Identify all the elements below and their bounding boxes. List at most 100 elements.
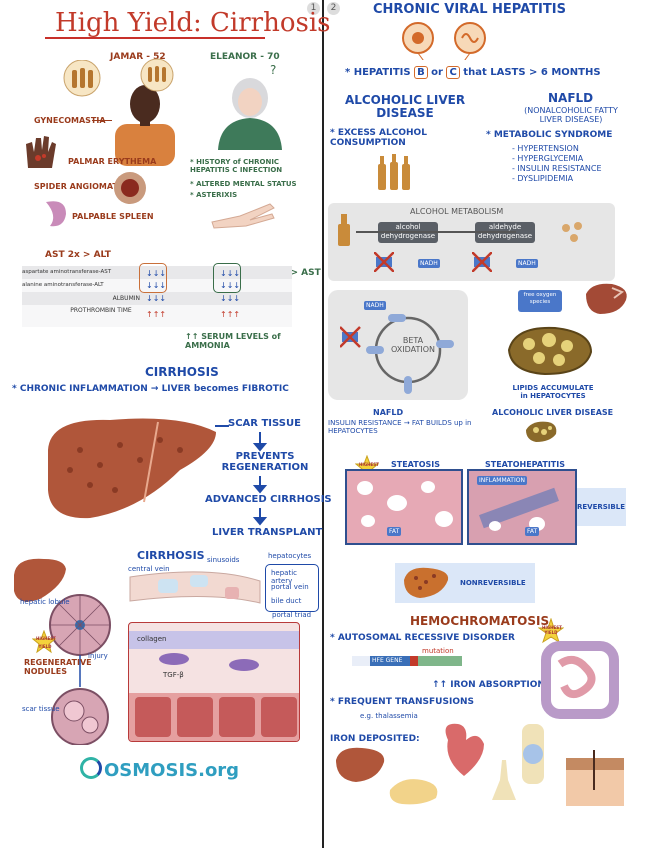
- page-title: High Yield: Cirrhosis: [55, 8, 331, 38]
- fat-droplet: [421, 481, 435, 493]
- nadh-tag: NADH: [364, 301, 386, 310]
- mutation-segment: [410, 656, 418, 666]
- lab-table: aspartate aminotransferase-AST alanine a…: [22, 263, 292, 330]
- highest-yield-star-icon: [538, 618, 564, 644]
- inflammation-tag: INFLAMMATION: [477, 476, 527, 485]
- osmosis-logo-text: OSMOSIS.org: [104, 760, 240, 781]
- label-portal-triad: portal triad: [272, 611, 312, 619]
- sign-gynecomastia: GYNECOMASTIA: [34, 116, 106, 125]
- label-injury: injury: [88, 652, 108, 660]
- label-central-vein: central vein: [128, 565, 170, 573]
- fat-droplet: [361, 515, 375, 527]
- highest-yield-star-icon: [32, 630, 56, 654]
- nad-crossed-icon: [374, 252, 394, 272]
- thought-bubble-icon: [140, 58, 174, 92]
- jamar-illustration: [63, 60, 175, 166]
- sign-palmar-erythema: PALMAR ERYTHEMA: [68, 157, 157, 166]
- fat-droplet: [387, 495, 407, 511]
- lab-value: ↓↓↓: [146, 281, 167, 290]
- nafld-label: NAFLD: [373, 408, 404, 417]
- lab-label-alt: alanine aminotransferase-ALT: [22, 282, 104, 288]
- virus-icons: [402, 22, 486, 60]
- eleanor-sign-3: * ASTERIXIS: [190, 191, 238, 199]
- beta-oxidation-label: BETA OXIDATION: [390, 336, 436, 354]
- hfe-gene-segment: [370, 656, 410, 666]
- highest-yield-label: HIGHEST YIELD: [542, 625, 562, 635]
- sign-spider-angiomata: SPIDER ANGIOMATA: [34, 182, 124, 191]
- metabolic-syndrome: * METABOLIC SYNDROME: [486, 130, 613, 140]
- ald-label: ALCOHOLIC LIVER DISEASE: [492, 408, 614, 417]
- label-hepatic-artery: hepatic artery: [271, 569, 298, 585]
- beta-oxidation-cycle: [340, 314, 454, 394]
- gene-segment: [418, 656, 462, 666]
- pointer-line: [92, 120, 112, 121]
- step-prevents-regeneration: PREVENTS REGENERATION: [221, 451, 309, 473]
- label-regenerative-nodules: REGENERATIVE NODULES: [24, 658, 92, 676]
- ast-note: AST 2x > ALT: [45, 250, 111, 260]
- table-row: [22, 266, 292, 279]
- liver-organ-icon: [336, 747, 385, 782]
- nonreversible-label: NONREVERSIBLE: [460, 579, 526, 587]
- tissue-panel: collagen TGF-β: [128, 622, 300, 742]
- hemochromatosis-title: HEMOCHROMATOSIS: [410, 614, 550, 628]
- lab-label-pt: PROTHROMBIN TIME: [70, 307, 132, 314]
- title-underline: [45, 37, 265, 39]
- free-oxygen-species: free oxygen species: [518, 290, 562, 312]
- lab-value: ↑↑↑: [146, 310, 167, 319]
- steatohepatitis-label: STEATOHEPATITIS: [485, 460, 565, 469]
- hfe-gene-label: HFE GENE: [372, 657, 403, 664]
- stellate-cell: [159, 653, 189, 665]
- stellate-cell: [229, 659, 259, 671]
- label-hepatocytes: hepatocytes: [268, 552, 312, 560]
- liver-histology-diagram: [14, 558, 261, 745]
- hep-b: B: [414, 66, 428, 79]
- viral-hepatitis-title: CHRONIC VIRAL HEPATITIS: [373, 2, 566, 17]
- label-portal-vein: portal vein: [271, 583, 309, 591]
- metabolic-item-3: - INSULIN RESISTANCE: [512, 164, 602, 173]
- acetate-molecule-icon: [562, 222, 582, 242]
- iron-deposited: IRON DEPOSITED:: [330, 734, 420, 744]
- steatohepatitis-histology: INFLAMMATION FAT: [467, 469, 577, 545]
- alt-note: ALT > AST: [270, 268, 321, 278]
- nad-crossed-icon: [472, 252, 492, 272]
- spleen-icon: [46, 201, 66, 227]
- lab-label-albumin: ALBUMIN: [112, 295, 140, 302]
- beer-bottles-icon: [63, 60, 101, 97]
- svg-text:?: ?: [270, 63, 276, 77]
- fat-droplet: [435, 511, 453, 527]
- fat-droplet: [357, 481, 373, 495]
- transfusions-point: * FREQUENT TRANSFUSIONS: [330, 697, 474, 707]
- hepatocyte-cell: [219, 697, 255, 737]
- hepatocyte-cell: [261, 697, 297, 737]
- patient-jamar: JAMAR - 52: [110, 52, 166, 62]
- step-liver-transplant: LIVER TRANSPLANT: [212, 527, 323, 538]
- ald-title: ALCOHOLIC LIVER DISEASE: [344, 93, 466, 120]
- metabolic-item-4: - DYSLIPIDEMIA: [512, 174, 574, 183]
- cirrhosis-definition: * CHRONIC INFLAMMATION → LIVER becomes F…: [12, 384, 289, 394]
- enzyme-aldehyde-dehydrogenase: aldehyde dehydrogenase: [475, 222, 535, 243]
- hep-or: or: [431, 67, 443, 78]
- fatty-hepatocyte-icon: [507, 326, 593, 376]
- cirrhosis-heading: CIRRHOSIS: [145, 365, 219, 379]
- ald-point: * EXCESS ALCOHOL CONSUMPTION: [330, 128, 427, 148]
- cirrhotic-liver-small-icon: [404, 567, 449, 598]
- small-liver-icon: [14, 558, 66, 602]
- patient-eleanor: ELEANOR - 70: [210, 52, 280, 62]
- nad-crossed-icon: [340, 326, 361, 348]
- steatosis-label: STEATOSIS: [391, 460, 441, 469]
- lab-value: ↓↓↓: [220, 269, 241, 278]
- label-hepatic-lobule: hepatic lobule: [20, 598, 70, 606]
- table-row: [22, 279, 292, 292]
- fat-droplet: [489, 521, 501, 531]
- fatty-liver-small-icon: [526, 421, 557, 442]
- table-row: [22, 305, 292, 327]
- metabolism-arrow-line: [356, 231, 516, 233]
- hep-c: C: [446, 66, 460, 79]
- portal-triad-box: hepatic artery portal vein bile duct: [265, 564, 319, 612]
- step-arrows: [252, 432, 268, 526]
- alcohol-metabolism-panel: [328, 203, 615, 281]
- iron-absorption: ↑↑ IRON ABSORPTION: [432, 680, 545, 690]
- endothelium-layer: [129, 631, 299, 649]
- label-tgf: TGF-β: [163, 671, 184, 679]
- nafld-subtitle: (NONALCOHOLIC FATTY LIVER DISEASE): [524, 106, 618, 124]
